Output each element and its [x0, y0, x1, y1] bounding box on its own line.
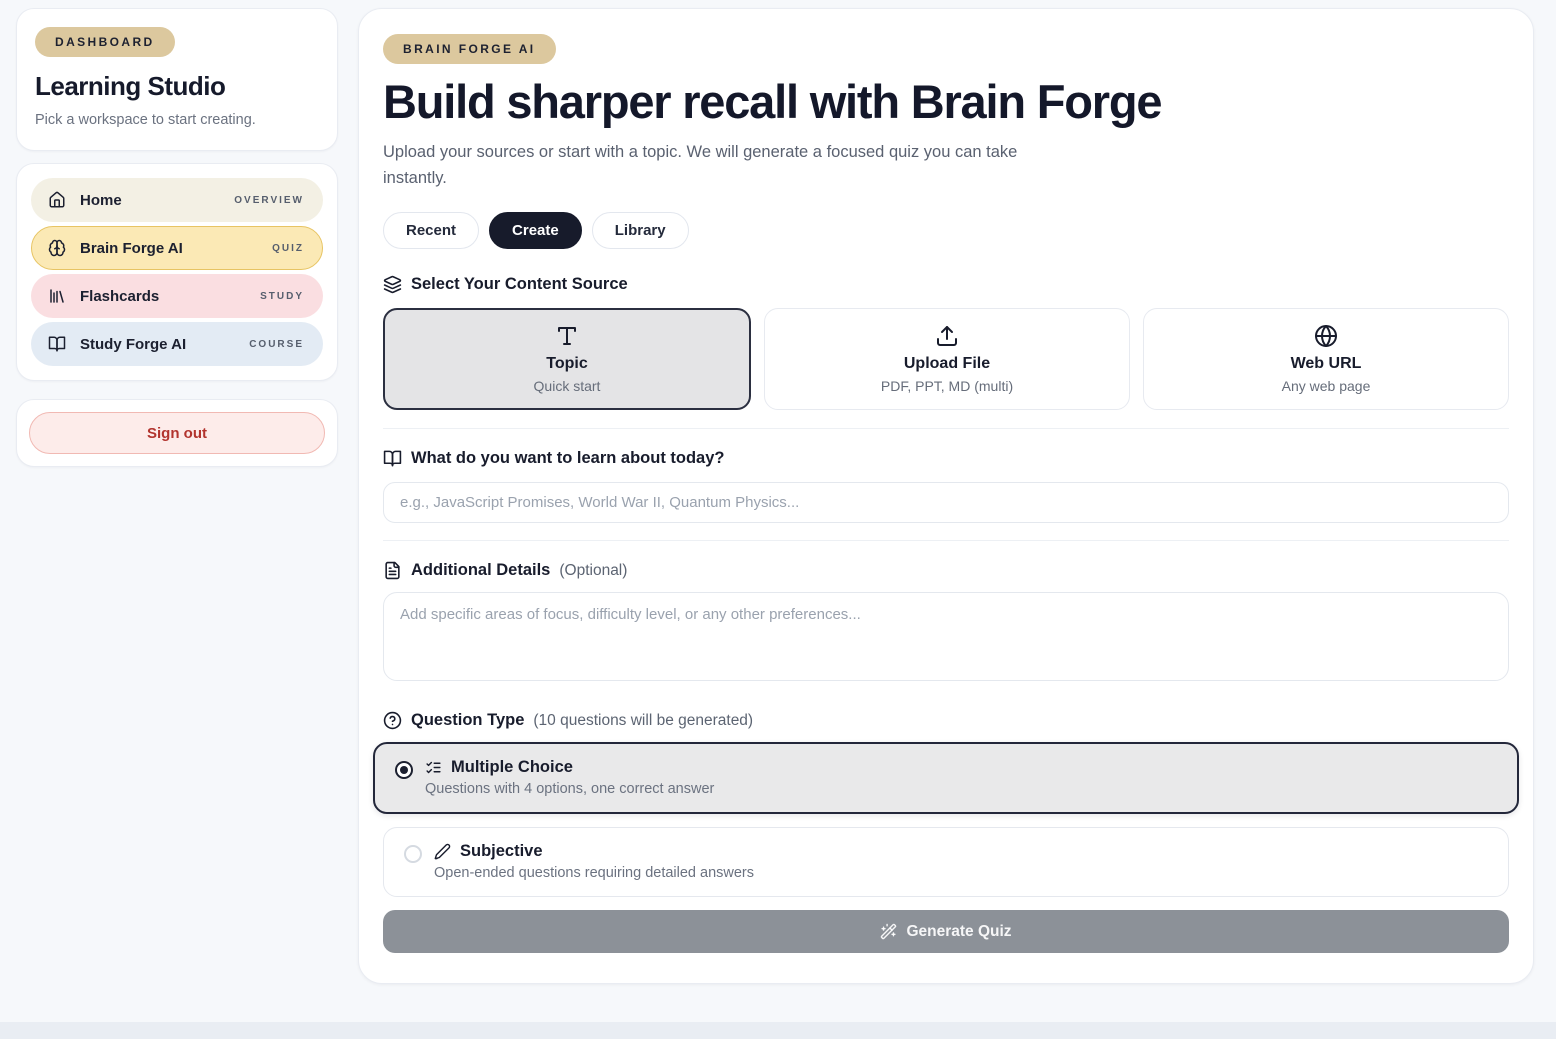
source-card-web-url[interactable]: Web URL Any web page	[1143, 308, 1509, 411]
generate-quiz-label: Generate Quiz	[906, 922, 1012, 940]
sidebar-item-brain-forge[interactable]: Brain Forge AI QUIZ	[31, 226, 323, 270]
brain-forge-badge: BRAIN FORGE AI	[383, 34, 556, 64]
signout-card: Sign out	[16, 399, 338, 467]
section-divider	[383, 428, 1509, 430]
source-card-subtitle: Any web page	[1281, 378, 1371, 395]
sidebar-item-tag: OVERVIEW	[234, 194, 304, 206]
question-type-label: Question Type	[411, 711, 525, 730]
globe-icon	[1314, 324, 1338, 348]
details-textarea[interactable]	[383, 592, 1509, 682]
sidebar-item-label: Study Forge AI	[80, 335, 187, 353]
subjective-radio[interactable]	[404, 845, 422, 864]
sidebar-item-home[interactable]: Home OVERVIEW	[31, 178, 323, 222]
tab-create[interactable]: Create	[489, 212, 582, 250]
sidebar-item-study-forge[interactable]: Study Forge AI COURSE	[31, 322, 323, 366]
view-tabs: Recent Create Library	[383, 212, 1509, 250]
content-source-label: Select Your Content Source	[411, 275, 628, 294]
sidebar: DASHBOARD Learning Studio Pick a workspa…	[16, 8, 338, 467]
sidebar-item-flashcards[interactable]: Flashcards STUDY	[31, 274, 323, 318]
file-text-icon	[383, 561, 402, 580]
sidebar-item-tag: QUIZ	[272, 242, 304, 254]
wand-sparkles-icon	[881, 924, 897, 940]
page-subtitle: Upload your sources or start with a topi…	[383, 143, 1018, 188]
sidebar-item-tag: STUDY	[260, 290, 304, 302]
sidebar-item-label: Flashcards	[80, 287, 160, 305]
option-multiple-choice[interactable]: Multiple Choice Questions with 4 options…	[373, 742, 1519, 815]
source-card-subtitle: PDF, PPT, MD (multi)	[880, 378, 1014, 395]
content-source-options: Topic Quick start Upload File PDF, PPT, …	[383, 308, 1509, 411]
source-card-subtitle: Quick start	[533, 378, 601, 395]
layers-icon	[383, 275, 402, 294]
dashboard-badge: DASHBOARD	[35, 27, 175, 57]
workspace-header-card: DASHBOARD Learning Studio Pick a workspa…	[16, 8, 338, 151]
type-icon	[555, 324, 579, 348]
list-checks-icon	[425, 759, 442, 776]
tab-library[interactable]: Library	[591, 212, 689, 250]
book-open-icon	[383, 449, 402, 468]
library-icon	[48, 287, 66, 305]
topic-label: What do you want to learn about today?	[411, 449, 725, 468]
source-card-title: Upload File	[903, 355, 991, 373]
generate-quiz-button[interactable]: Generate Quiz	[383, 910, 1509, 954]
details-heading: Additional Details (Optional)	[383, 561, 1509, 580]
pen-icon	[434, 843, 451, 860]
option-description: Open-ended questions requiring detailed …	[434, 865, 755, 882]
option-body: Subjective Open-ended questions requirin…	[434, 842, 754, 881]
circle-help-icon	[383, 711, 402, 730]
source-card-topic[interactable]: Topic Quick start	[383, 308, 751, 411]
upload-icon	[935, 324, 959, 348]
option-body: Multiple Choice Questions with 4 options…	[425, 758, 714, 797]
question-count-hint: (10 questions will be generated)	[533, 711, 754, 729]
question-type-heading: Question Type (10 questions will be gene…	[383, 711, 1509, 730]
app-layout: DASHBOARD Learning Studio Pick a workspa…	[16, 8, 1534, 985]
page-title: Build sharper recall with Brain Forge	[383, 75, 1162, 128]
source-card-title: Topic	[546, 355, 588, 373]
option-title: Subjective	[460, 842, 543, 861]
main-panel: BRAIN FORGE AI Build sharper recall with…	[358, 8, 1534, 985]
brain-icon	[48, 239, 66, 257]
app-subtitle: Pick a workspace to start creating.	[35, 112, 256, 128]
content-source-heading: Select Your Content Source	[383, 275, 1509, 294]
app-title: Learning Studio	[35, 71, 226, 101]
option-subjective[interactable]: Subjective Open-ended questions requirin…	[383, 827, 1509, 898]
topic-input[interactable]	[383, 482, 1509, 524]
book-open-icon	[48, 335, 66, 353]
topic-heading: What do you want to learn about today?	[383, 449, 1509, 468]
source-card-title: Web URL	[1290, 355, 1362, 373]
option-title: Multiple Choice	[451, 758, 573, 777]
sign-out-button[interactable]: Sign out	[29, 412, 325, 454]
details-optional-hint: (Optional)	[559, 561, 628, 579]
sidebar-item-tag: COURSE	[249, 338, 304, 350]
sidebar-item-label: Home	[80, 191, 122, 209]
workspace-nav: Home OVERVIEW Brain Forge AI QUIZ Flashc…	[16, 163, 338, 381]
house-icon	[48, 191, 66, 209]
option-description: Questions with 4 options, one correct an…	[425, 781, 715, 798]
section-divider	[383, 540, 1509, 542]
tab-recent[interactable]: Recent	[383, 212, 480, 250]
multiple-choice-radio[interactable]	[395, 761, 413, 780]
bottom-strip	[0, 1022, 1556, 1039]
source-card-upload-file[interactable]: Upload File PDF, PPT, MD (multi)	[764, 308, 1130, 411]
details-label: Additional Details	[411, 561, 551, 580]
sidebar-item-label: Brain Forge AI	[80, 239, 183, 257]
